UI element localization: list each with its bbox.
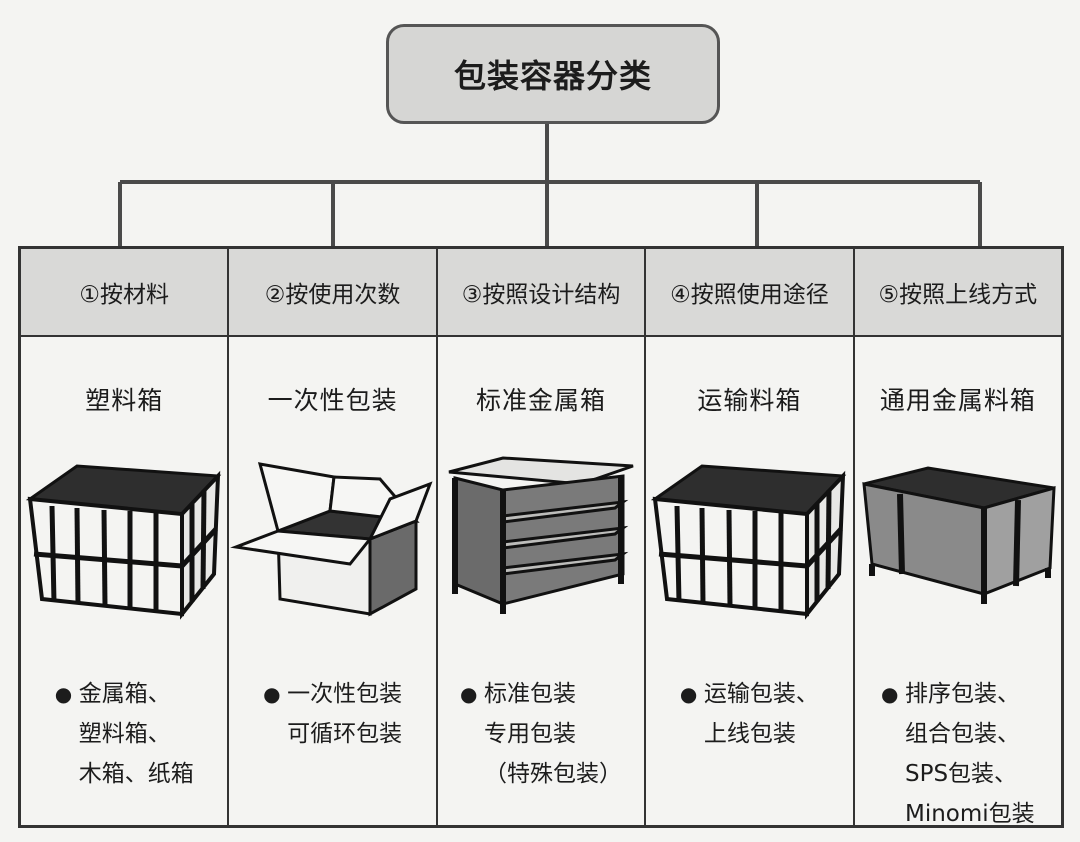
item-list: ● 排序包装、 组合包装、 SPS包装、 Minomi包装 bbox=[855, 674, 1061, 834]
column-title: 通用金属料箱 bbox=[879, 386, 1036, 415]
column-header: ⑤按照上线方式 bbox=[854, 249, 1062, 337]
bullet-icon: ● bbox=[880, 682, 899, 706]
column-title: 标准金属箱 bbox=[476, 386, 607, 415]
column-design-structure: ③按照设计结构 标准金属箱 bbox=[437, 249, 647, 825]
bullet-icon: ● bbox=[54, 682, 73, 706]
column-title: 一次性包装 bbox=[267, 386, 398, 415]
list-item: 标准包装 bbox=[484, 681, 577, 707]
item-list: ● 金属箱、 塑料箱、 木箱、纸箱 bbox=[21, 674, 227, 794]
list-item: 可循环包装 bbox=[287, 721, 403, 747]
list-item: SPS包装、 bbox=[904, 761, 1018, 787]
column-title: 塑料箱 bbox=[85, 386, 164, 415]
column-line-feed-method: ⑤按照上线方式 通用金属料箱 ● 排序包装、 bbox=[854, 249, 1062, 827]
category-table: ①按材料 塑料箱 bbox=[18, 246, 1064, 828]
column-header: ④按照使用途径 bbox=[646, 249, 853, 337]
transport-crate-icon bbox=[646, 449, 852, 629]
list-item: （特殊包装） bbox=[484, 761, 623, 787]
metal-rack-icon bbox=[438, 449, 644, 629]
list-item: 上线包装 bbox=[703, 721, 796, 747]
item-list: ● 运输包装、 上线包装 bbox=[646, 674, 852, 754]
list-item: 塑料箱、 bbox=[78, 721, 171, 747]
item-list: ● 标准包装 专用包装 （特殊包装） bbox=[438, 674, 644, 794]
column-title: 运输料箱 bbox=[697, 386, 802, 415]
list-item: 专用包装 bbox=[484, 721, 577, 747]
column-material: ①按材料 塑料箱 bbox=[21, 249, 230, 825]
list-item: Minomi包装 bbox=[904, 801, 1035, 827]
column-usage-path: ④按照使用途径 运输料箱 bbox=[646, 249, 855, 825]
bullet-icon: ● bbox=[263, 682, 281, 706]
cardboard-box-icon bbox=[229, 449, 435, 629]
root-node: 包装容器分类 bbox=[386, 24, 720, 124]
list-item: 一次性包装 bbox=[287, 681, 403, 707]
list-item: 组合包装、 bbox=[904, 721, 1020, 747]
plastic-crate-icon bbox=[21, 449, 227, 629]
bullet-icon: ● bbox=[460, 682, 478, 706]
column-header: ②按使用次数 bbox=[229, 249, 436, 337]
column-header: ③按照设计结构 bbox=[437, 249, 645, 337]
column-header: ①按材料 bbox=[21, 249, 228, 337]
item-list: ● 一次性包装 可循环包装 bbox=[229, 674, 435, 754]
list-item: 木箱、纸箱 bbox=[78, 761, 194, 787]
list-item: 排序包装、 bbox=[904, 681, 1020, 707]
metal-bin-icon bbox=[855, 449, 1061, 629]
column-usage-count: ②按使用次数 一次性包装 ● 一次性包装 可循环包装 bbox=[229, 249, 438, 825]
root-title: 包装容器分类 bbox=[453, 57, 652, 95]
list-item: 金属箱、 bbox=[78, 681, 171, 707]
bullet-icon: ● bbox=[679, 682, 698, 706]
list-item: 运输包装、 bbox=[703, 681, 819, 707]
